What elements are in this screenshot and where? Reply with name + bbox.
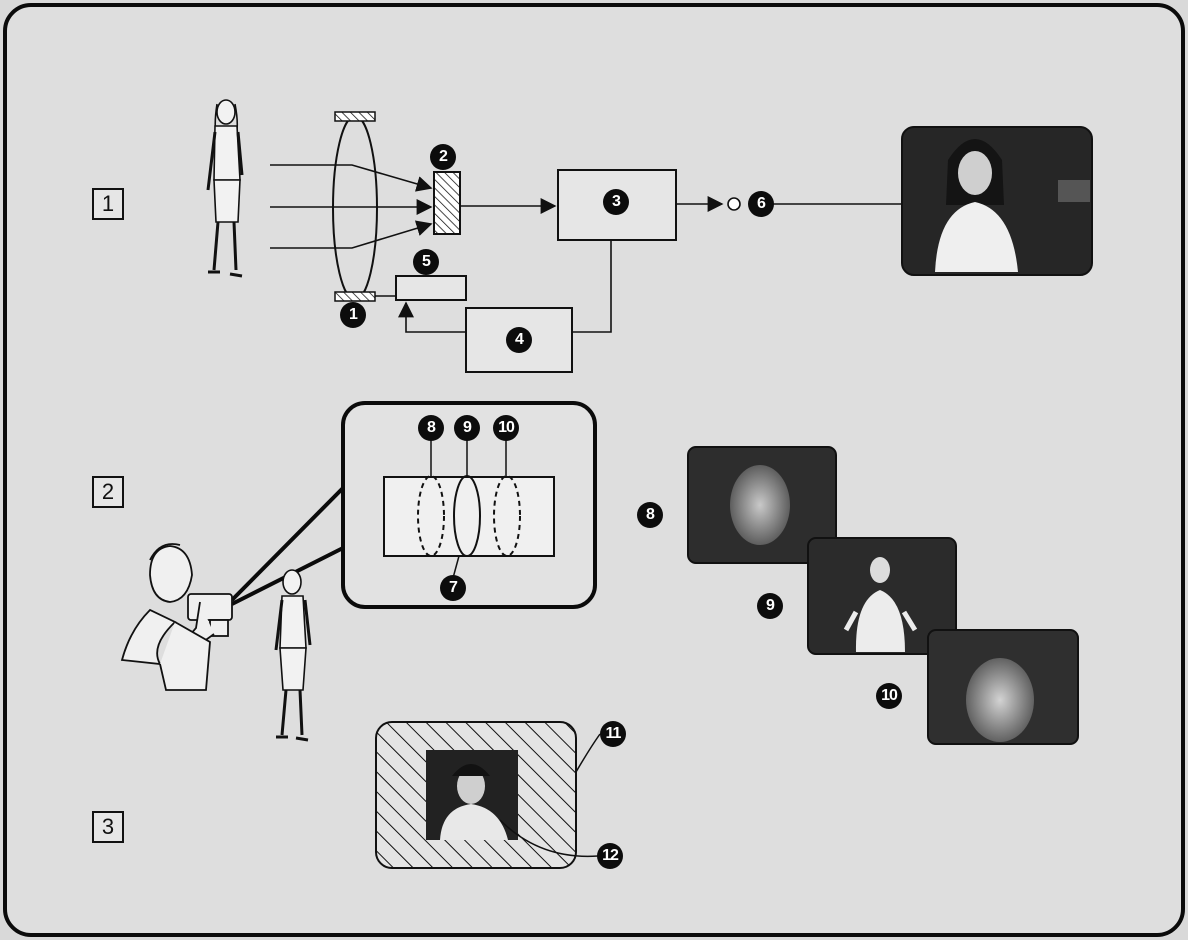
callout-12: 12 — [597, 843, 623, 869]
callout-10-photo: 10 — [876, 683, 902, 709]
callout-4: 4 — [506, 327, 532, 353]
callout-3: 3 — [603, 189, 629, 215]
callout-1: 1 — [340, 302, 366, 328]
focus-area-photo — [426, 750, 518, 840]
callout-6: 6 — [748, 191, 774, 217]
callout-7: 7 — [440, 575, 466, 601]
callout-5: 5 — [413, 249, 439, 275]
step-1-label: 1 — [92, 188, 124, 220]
monitor-photo — [902, 127, 1092, 275]
callout-11: 11 — [600, 721, 626, 747]
callout-10: 10 — [493, 415, 519, 441]
callout-2: 2 — [430, 144, 456, 170]
far-focus-photo — [928, 630, 1078, 744]
step-3-label: 3 — [92, 811, 124, 843]
output-terminal-icon — [728, 198, 740, 210]
step-2-label: 2 — [92, 476, 124, 508]
callout-9-photo: 9 — [757, 593, 783, 619]
lens-motor-block — [396, 276, 466, 300]
focus-range-box — [384, 477, 554, 556]
callout-8: 8 — [418, 415, 444, 441]
image-sensor-icon — [434, 172, 460, 234]
callout-8-photo: 8 — [637, 502, 663, 528]
callout-9: 9 — [454, 415, 480, 441]
